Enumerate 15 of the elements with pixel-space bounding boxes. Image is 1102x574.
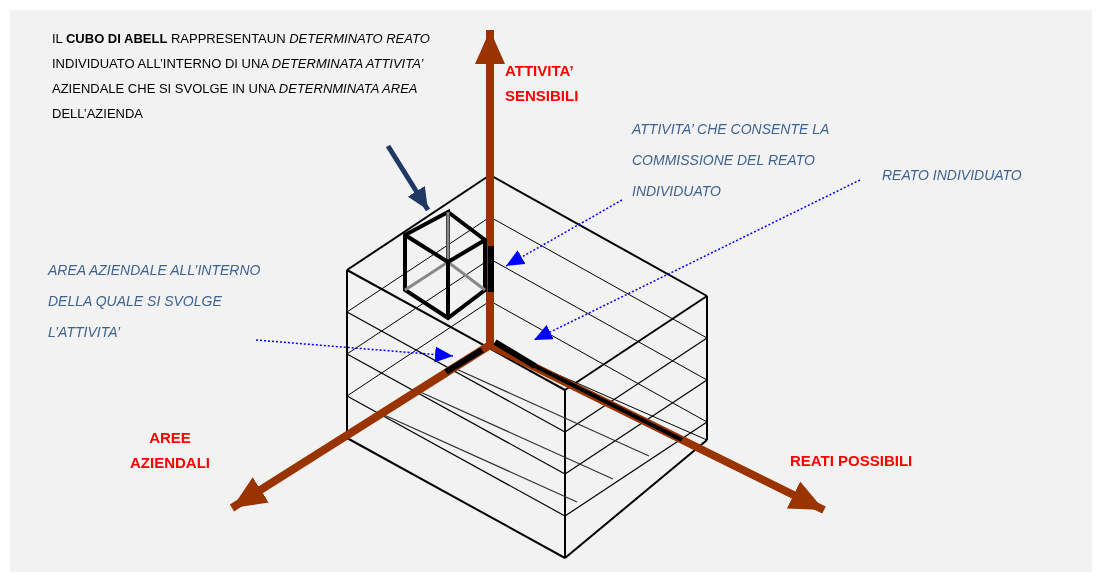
axis-label: ATTIVITA’ SENSIBILI: [505, 61, 580, 106]
segment-bar: [488, 246, 494, 292]
arrow: [385, 144, 431, 212]
leader-line: [505, 199, 623, 267]
small-cube: [403, 208, 487, 321]
leader-line: [255, 339, 454, 363]
segment-bar: [493, 339, 683, 442]
description-paragraph: IL CUBO DI ABELL RAPPRESENTAUN DETERMINATO REATO INDIVIDUATO ALL’INTERNO DI UNA DETERMINATA ATTIVITA’ AZIENDALE CHE SI SVOLGE IN UNA DETERNMINATA AREA DELL’AZIENDA: [52, 26, 447, 126]
axis-label: AREE AZIENDALI: [129, 428, 211, 473]
callout-text: REATO INDIVIDUATO: [882, 160, 1062, 191]
callout-text: AREA AZIENDALE ALL’INTERNO DELLA QUALE SI SVOLGE L’ATTIVITA’: [48, 255, 293, 348]
axis-label: REATI POSSIBILI: [790, 451, 914, 471]
leader-line: [533, 179, 861, 341]
callout-text: ATTIVITA’ CHE CONSENTE LA COMMISSIONE DEL REATO INDIVIDUATO: [632, 114, 862, 207]
segment-bar: [444, 347, 484, 375]
